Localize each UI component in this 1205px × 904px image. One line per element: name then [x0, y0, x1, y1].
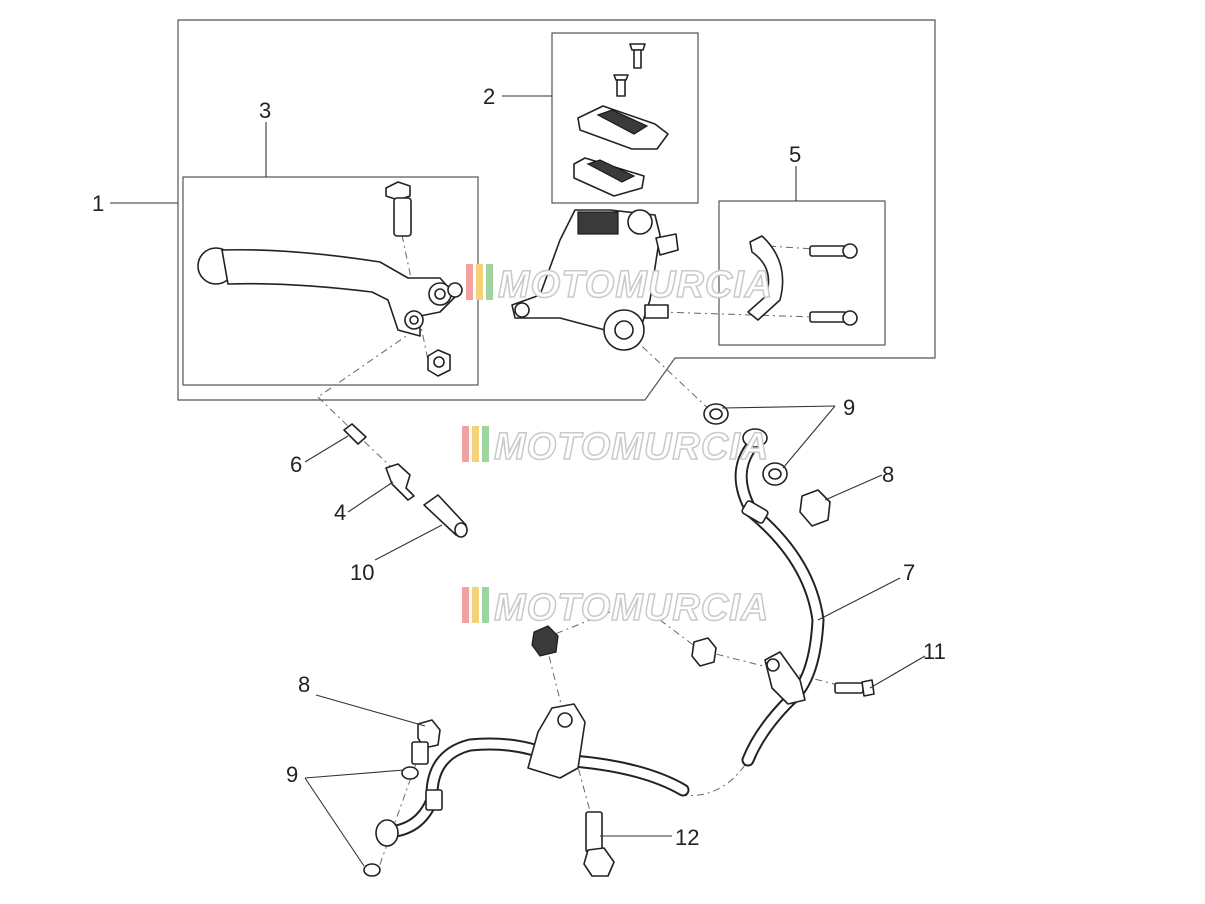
callout-9-bottom: 9 [286, 762, 298, 787]
callout-11: 11 [923, 639, 946, 664]
group-frame-1 [177, 19, 936, 401]
callout-labels: 1 2 3 5 6 4 10 9 8 7 11 8 9 12 [92, 84, 946, 850]
group-frame-2 [551, 32, 699, 204]
callout-8-right: 8 [882, 462, 894, 487]
callout-2: 2 [483, 84, 495, 109]
callout-4: 4 [334, 500, 346, 525]
watermark-text: MOTOMURCIA [498, 264, 773, 306]
watermark-text: MOTOMURCIA [494, 587, 769, 629]
callout-5: 5 [789, 142, 801, 167]
watermark-top: MOTOMURCIA [466, 263, 773, 307]
callout-7: 7 [903, 560, 915, 585]
watermark-bottom: MOTOMURCIA [462, 586, 769, 630]
callout-1: 1 [92, 191, 104, 216]
callout-6: 6 [290, 452, 302, 477]
handlebar-clamp-part [747, 235, 858, 326]
fasteners-parts [363, 403, 875, 877]
pushrod-parts [343, 423, 468, 538]
brake-lever-part [197, 181, 463, 377]
callout-9-top: 9 [843, 395, 855, 420]
callout-8-left: 8 [298, 672, 310, 697]
group-frame-5 [718, 200, 886, 346]
lower-brake-line-part [375, 703, 690, 847]
watermark-text: MOTOMURCIA [494, 426, 769, 468]
master-cylinder-part [511, 209, 679, 351]
leader-lines [110, 95, 926, 867]
callout-12: 12 [675, 825, 699, 850]
reservoir-cap-part [573, 43, 669, 197]
watermark-middle: MOTOMURCIA [462, 425, 769, 469]
brake-hose-part [734, 428, 825, 767]
callout-10: 10 [350, 560, 374, 585]
callout-3: 3 [259, 98, 271, 123]
